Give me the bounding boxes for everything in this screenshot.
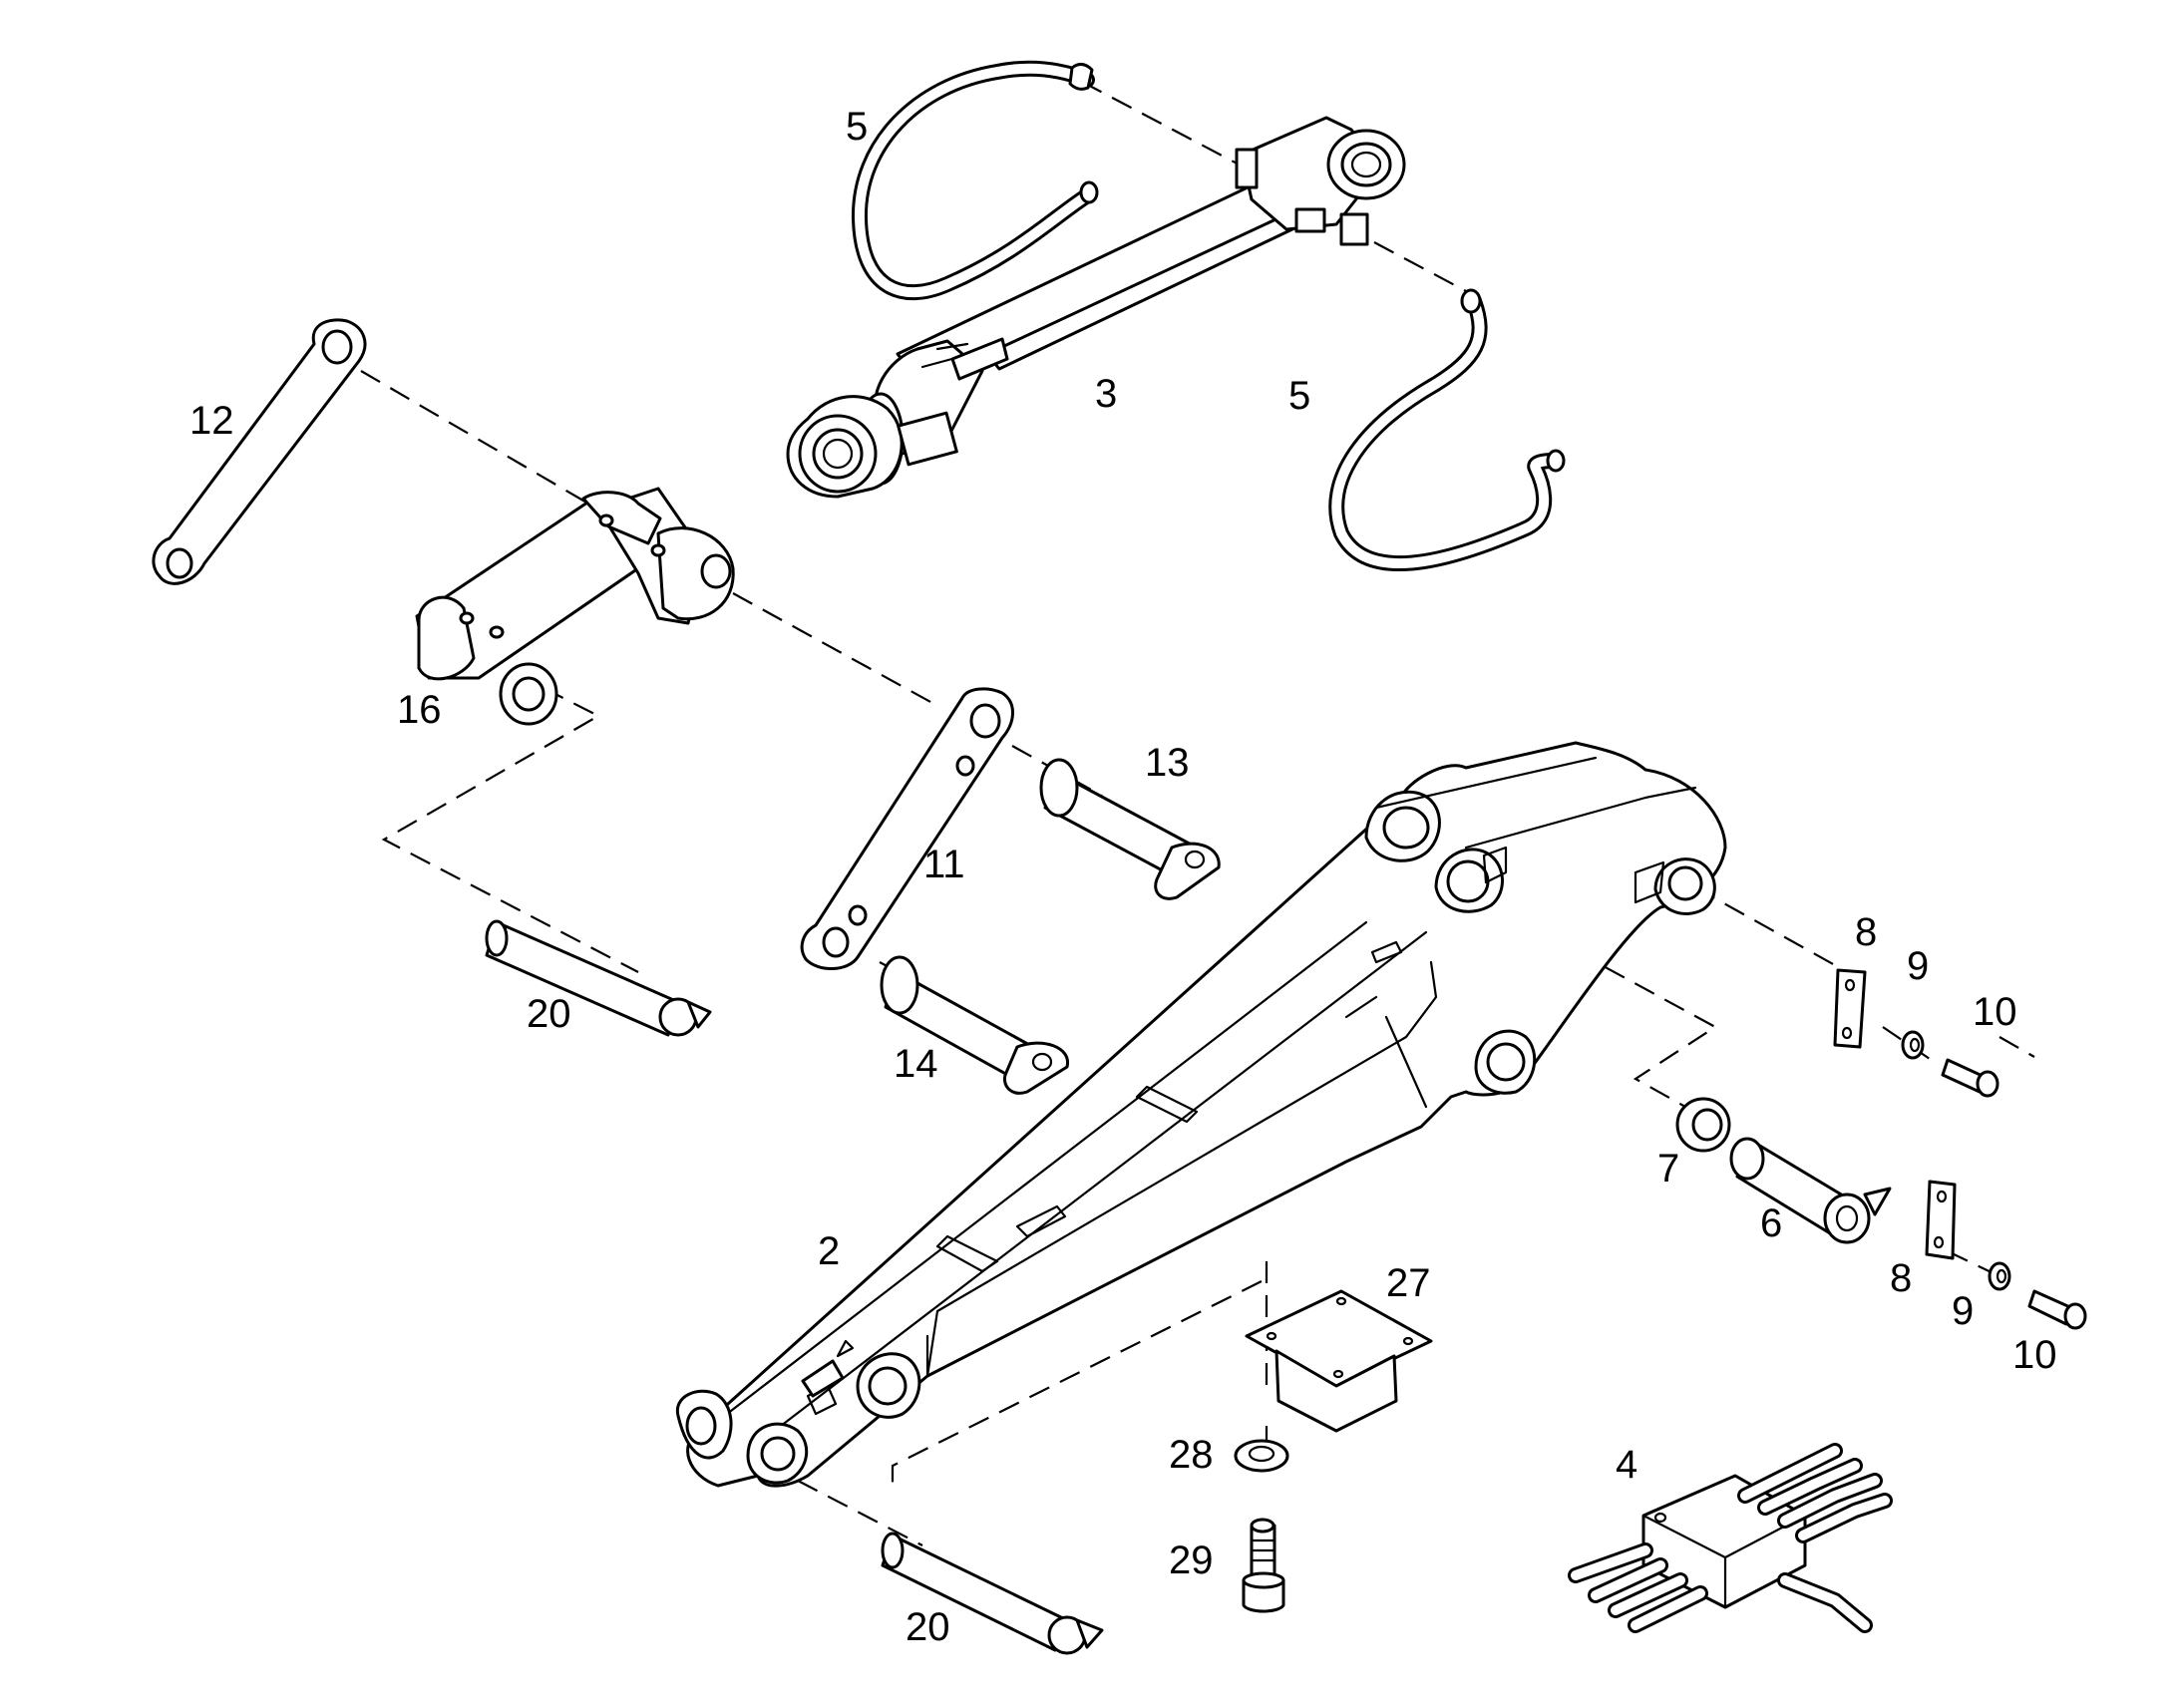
link-rod-upper xyxy=(152,318,367,585)
callout-28: 28 xyxy=(1169,1433,1214,1477)
pin-lower xyxy=(880,955,1069,1095)
callout-13: 13 xyxy=(1145,741,1190,785)
locking-plate-lower xyxy=(1925,1180,1957,1260)
callout-20-lower: 20 xyxy=(906,1605,950,1649)
hydraulic-hose-lower xyxy=(1328,288,1566,572)
callout-11: 11 xyxy=(923,843,965,886)
callout-12: 12 xyxy=(189,399,234,443)
callout-27: 27 xyxy=(1386,1261,1431,1305)
callout-7: 7 xyxy=(1657,1147,1679,1191)
callout-2: 2 xyxy=(818,1229,840,1273)
callout-20-upper: 20 xyxy=(527,992,571,1036)
callout-29: 29 xyxy=(1169,1538,1214,1582)
crosshead-block xyxy=(415,487,735,726)
callout-numbers: 5 3 5 12 16 13 11 20 14 8 9 10 7 6 2 27 … xyxy=(189,105,2057,1649)
bolt-plate xyxy=(1242,1518,1285,1613)
callout-14: 14 xyxy=(894,1042,938,1086)
hydraulic-hose-upper xyxy=(851,60,1099,301)
hydraulic-cylinder xyxy=(786,116,1406,499)
bolt-lower xyxy=(2027,1289,2087,1330)
locking-plate-upper xyxy=(1833,968,1867,1049)
assembly-lines xyxy=(360,81,2035,1546)
callout-8-upper: 8 xyxy=(1855,910,1877,954)
washer-plate xyxy=(1234,1439,1289,1473)
pin-long-upper xyxy=(485,919,712,1037)
callout-4: 4 xyxy=(1616,1443,1637,1487)
callout-9-lower: 9 xyxy=(1952,1289,1974,1333)
pin-short xyxy=(1729,1137,1892,1244)
washer-upper xyxy=(1901,1030,1925,1060)
pin-long-lower xyxy=(881,1532,1104,1655)
callout-5-lower: 5 xyxy=(1288,374,1310,418)
bolt-upper xyxy=(1941,1058,1999,1098)
spacer-ring xyxy=(1675,1097,1731,1153)
washer-lower xyxy=(1988,1261,2011,1291)
callout-16: 16 xyxy=(397,688,442,732)
callout-6: 6 xyxy=(1760,1201,1782,1245)
callout-9-upper: 9 xyxy=(1907,944,1929,988)
mounting-plate xyxy=(1245,1289,1433,1433)
valve-block xyxy=(1568,1443,1893,1633)
callout-10-upper: 10 xyxy=(1973,990,2017,1034)
callout-10-lower: 10 xyxy=(2012,1333,2057,1377)
callout-3: 3 xyxy=(1095,372,1117,416)
callout-5-upper: 5 xyxy=(846,105,868,149)
callout-8-lower: 8 xyxy=(1890,1256,1912,1300)
boom-arm xyxy=(675,741,1727,1488)
pin-upper xyxy=(1039,758,1221,900)
link-rod-lower xyxy=(800,687,1014,970)
